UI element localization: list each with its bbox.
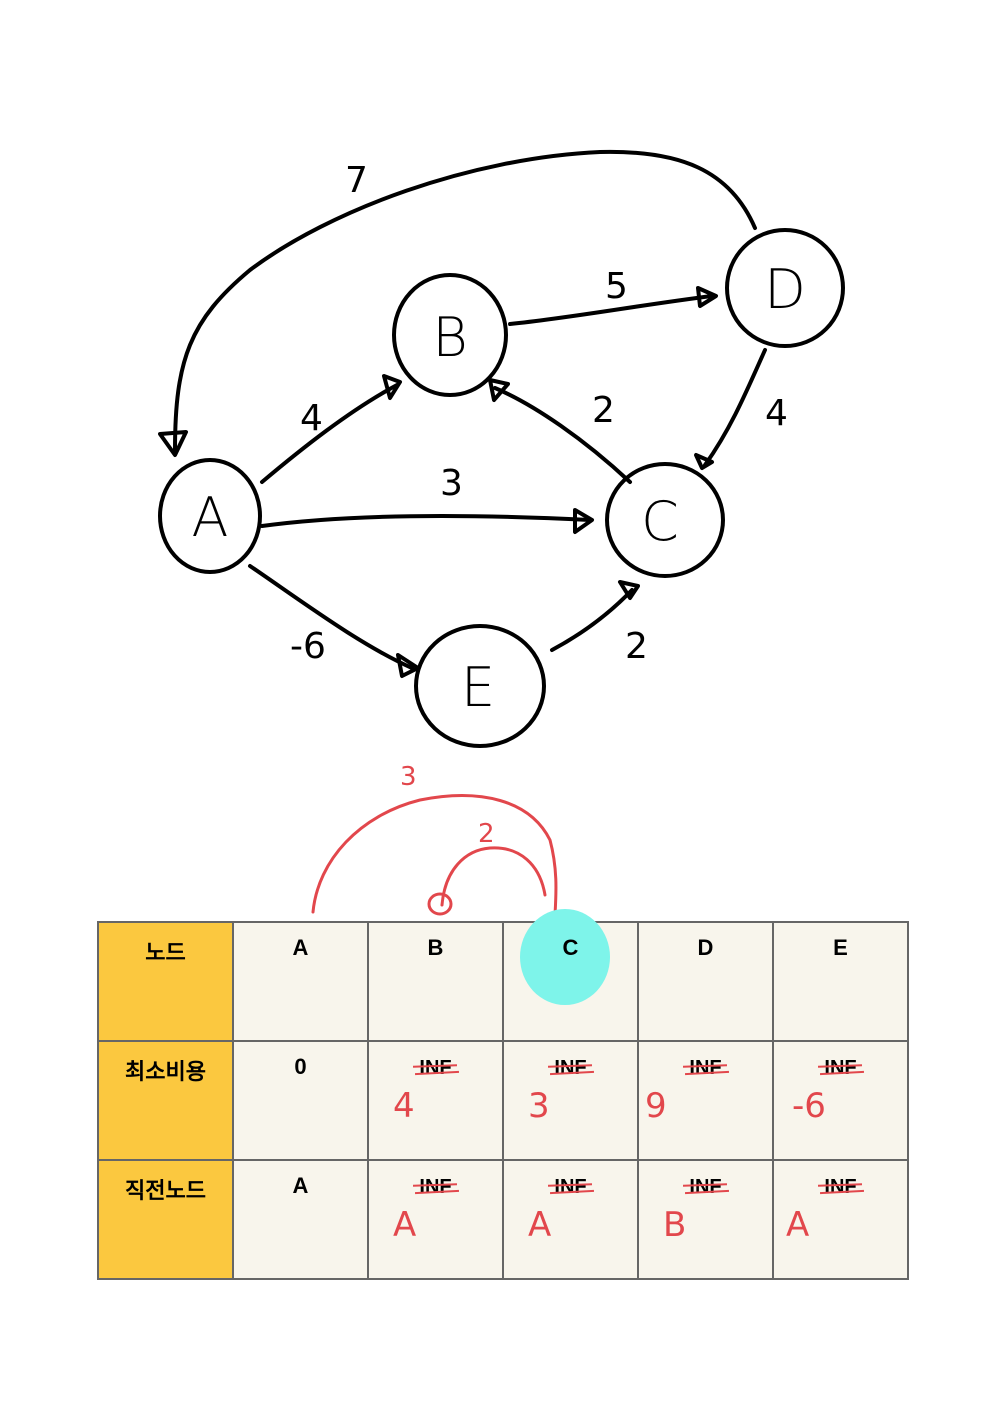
row-header-node: 노드: [97, 921, 234, 1042]
col-node-e: E: [772, 921, 909, 1042]
graph-diagram: A B C D E 7 4 3 -6 5 2 4 2 3 2: [158, 149, 845, 917]
weight-a-b: 4: [300, 398, 323, 439]
weight-c-b: 2: [592, 390, 615, 431]
prev-cell-a: A: [232, 1159, 369, 1280]
arrowhead-c-b: [488, 378, 510, 402]
arc-a-to-c: [311, 794, 558, 917]
weight-e-c: 2: [625, 626, 648, 667]
arrowhead-e-c: [618, 580, 640, 600]
col-node-a: A: [232, 921, 369, 1042]
svg-text:D: D: [764, 258, 806, 321]
row-header-min-cost: 최소비용: [97, 1040, 234, 1161]
cost-cell-e: INF-6: [772, 1040, 909, 1161]
col-node-d: D: [637, 921, 774, 1042]
node-e: E: [414, 624, 546, 748]
svg-text:A: A: [192, 486, 229, 549]
edge-a-c: [260, 514, 592, 528]
edge-e-c: [550, 588, 634, 652]
arrowhead-d-a: [158, 430, 188, 457]
arrowhead-b-d: [696, 286, 718, 308]
weight-a-e: -6: [290, 626, 326, 667]
node-d: D: [725, 228, 845, 348]
arc-b-start-mark: [427, 892, 453, 916]
table-row-nodes: 노드 A B C D E: [97, 909, 909, 1042]
edge-a-e: [248, 564, 414, 670]
weight-b-d: 5: [605, 266, 628, 307]
arc-b-c-label: 2: [478, 819, 495, 849]
col-node-c: C: [502, 909, 639, 1042]
arc-b-to-c: [440, 846, 547, 907]
arrowhead-a-b: [382, 374, 402, 400]
row-header-prev-node: 직전노드: [97, 1159, 234, 1280]
weight-d-a: 7: [345, 160, 368, 201]
svg-text:B: B: [432, 306, 467, 369]
edge-d-c: [703, 348, 767, 467]
col-node-b: B: [367, 921, 504, 1042]
node-a: A: [158, 458, 262, 574]
weight-a-c: 3: [440, 463, 463, 504]
svg-text:C: C: [641, 490, 679, 553]
cost-cell-a: 0: [232, 1040, 369, 1161]
arrowhead-a-e: [396, 653, 420, 678]
arc-a-c-label: 3: [400, 762, 417, 792]
weight-d-c: 4: [765, 393, 788, 434]
arrowhead-d-c: [694, 453, 714, 470]
node-b: B: [392, 273, 508, 397]
svg-text:E: E: [461, 656, 495, 719]
edge-b-d: [508, 294, 714, 326]
selected-node-highlight: [520, 909, 610, 1005]
edge-d-a: [173, 149, 757, 452]
edge-c-b: [493, 386, 632, 484]
edge-a-b: [260, 383, 399, 484]
node-c: C: [605, 462, 725, 578]
arrowhead-a-c: [573, 508, 594, 534]
